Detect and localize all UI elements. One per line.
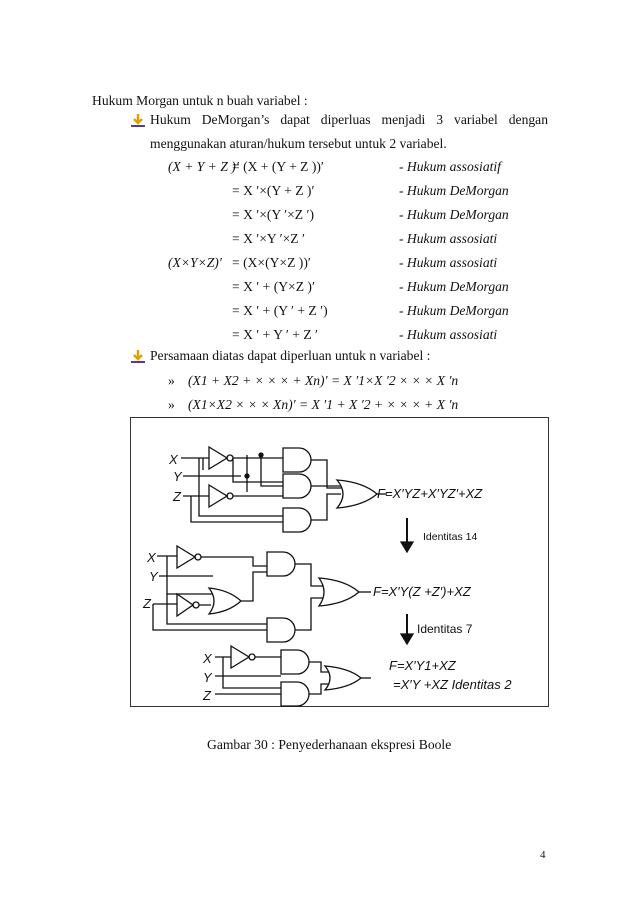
b1-word: Hukum [150, 112, 191, 127]
or-gate [317, 577, 360, 607]
eq-note: - Hukum DeMorgan [399, 207, 509, 222]
sub-bullet-text: (X1 + X2 + × × × + Xn)′ = X ′1×X ′2 × × … [188, 373, 459, 388]
c3-formula-line2: =X′Y +XZ Identitas 2 [393, 677, 512, 692]
eq-rhs: = X ′×(Y ′×Z ′) [232, 207, 315, 222]
b1-word: diperluas [320, 112, 371, 127]
c3-label-y: Y [203, 670, 213, 685]
logic-circuit-diagram: X Y Z F=X′YZ+X′YZ′+XZ Identitas 14 [142, 445, 512, 707]
eq-rhs: = (X + (Y + Z ))′ [232, 159, 324, 174]
eq-rhs: = (X×(Y×Z ))′ [232, 255, 311, 270]
eq-note: - Hukum assosiati [399, 255, 498, 270]
eq-rhs: = X ′ + (Y ′ + Z ′) [232, 303, 328, 318]
circuit-2: X Y Z F=X′Y(Z +Z′)+XZ [142, 544, 472, 643]
bullet2-text: Persamaan diatas dapat diperluan untuk n… [150, 348, 431, 363]
c2-label-y: Y [149, 569, 159, 584]
b1-word: menjadi [381, 112, 426, 127]
b1-word: dengan [508, 112, 548, 127]
eq-note: - Hukum DeMorgan [399, 303, 509, 318]
eq-note: - Hukum assosiatif [399, 159, 501, 174]
figure-caption: Gambar 30 : Penyederhanaan ekspresi Bool… [207, 737, 452, 752]
page-number: 4 [540, 849, 546, 861]
eq-rhs: = X ′ + (Y×Z )′ [232, 279, 315, 294]
bullet-arrow-icon [131, 114, 145, 127]
eq-note: - Hukum DeMorgan [399, 279, 509, 294]
c2-label-x: X [146, 550, 157, 565]
bullet1-line1: Hukum DeMorgan’s dapat diperluas menjadi… [150, 112, 548, 128]
c2-label-z: Z [142, 596, 152, 611]
and-gate [266, 617, 296, 643]
and-gate [280, 681, 310, 707]
c2-formula: F=X′Y(Z +Z′)+XZ [373, 584, 472, 599]
eq-lhs: (X×Y×Z)′ [168, 255, 222, 270]
bullet1-line2: menggunakan aturan/hukum tersebut untuk … [150, 136, 447, 151]
c1-label-y: Y [173, 469, 183, 484]
not-gate [208, 483, 229, 509]
b1-word: DeMorgan’s [201, 112, 270, 127]
eq-rhs: = X ′ + Y ′ + Z ′ [232, 327, 319, 342]
b1-word: dapat [280, 112, 310, 127]
circuit-1: X Y Z F=X′YZ+X′YZ′+XZ [168, 445, 483, 533]
eq-note: - Hukum assosiati [399, 231, 498, 246]
c3-label-x: X [202, 651, 213, 666]
eq-rhs: = X ′×(Y + Z )′ [232, 183, 315, 198]
step1-label: Identitas 14 [423, 531, 477, 543]
step2-label: Identitas 7 [417, 622, 473, 636]
b1-word: 3 [436, 112, 444, 127]
eq-rhs: = X ′×Y ′×Z ′ [232, 231, 305, 246]
sub-bullet-text: (X1×X2 × × × Xn)′ = X ′1 + X ′2 + × × × … [188, 397, 459, 412]
section-heading: Hukum Morgan untuk n buah variabel : [92, 93, 308, 108]
b1-word: variabel [454, 112, 498, 127]
sub-bullet-marker: » [168, 373, 175, 388]
eq-lhs: (X + Y + Z )′ [168, 159, 239, 174]
or-gate [323, 665, 363, 691]
not-gate [176, 592, 195, 618]
c3-label-z: Z [202, 688, 212, 703]
eq-note: - Hukum DeMorgan [399, 183, 509, 198]
c3-formula-line1: F=X′Y1+XZ [389, 658, 457, 673]
not-gate [176, 544, 197, 570]
eq-note: - Hukum assosiati [399, 327, 498, 342]
and-gate [280, 649, 310, 675]
or-gate [335, 479, 378, 509]
c1-formula: F=X′YZ+X′YZ′+XZ [377, 486, 483, 501]
not-gate [208, 445, 229, 471]
and-gate [266, 551, 296, 577]
and-gate [282, 447, 312, 473]
circuit-3: X Y Z F=X′Y1+XZ =X′Y +XZ Identitas 2 [202, 644, 512, 707]
and-gate [282, 473, 312, 499]
or-gate [207, 587, 242, 615]
logic-circuit-figure: X Y Z F=X′YZ+X′YZ′+XZ Identitas 14 [130, 417, 549, 707]
bullet-arrow-icon [131, 350, 145, 363]
c1-label-z: Z [172, 489, 182, 504]
c1-label-x: X [168, 452, 179, 467]
and-gate [282, 507, 312, 533]
sub-bullet-marker: » [168, 397, 175, 412]
not-gate [230, 644, 251, 670]
